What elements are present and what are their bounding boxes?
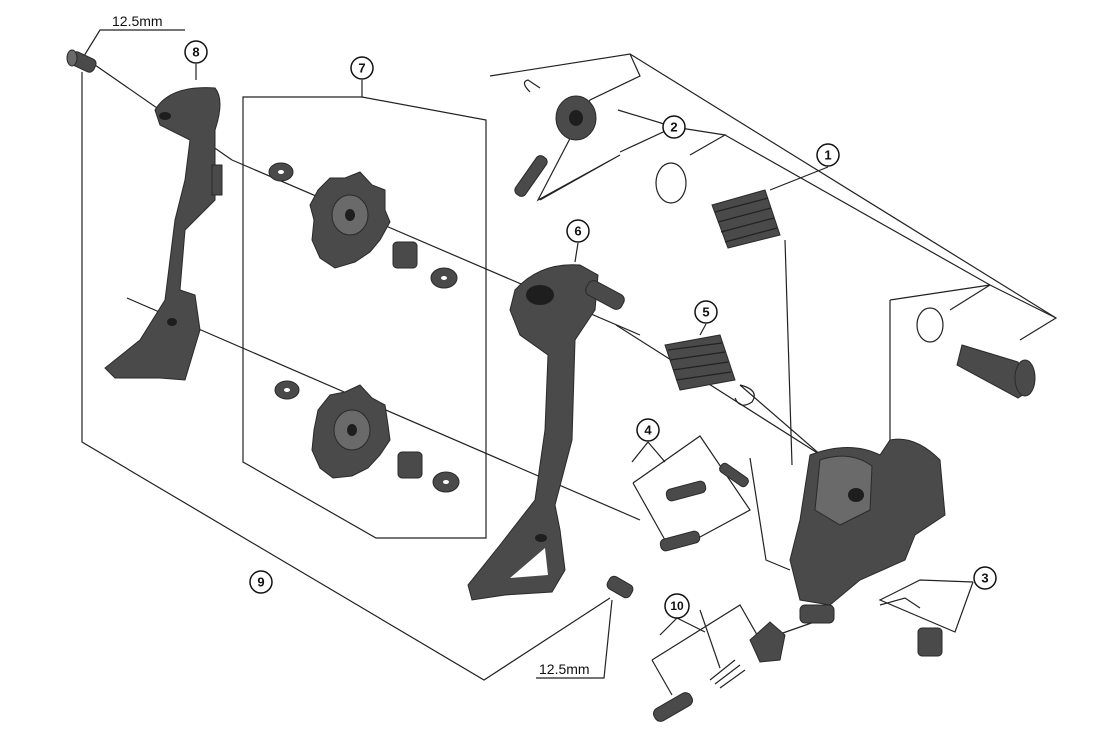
bottom-bolt-12-5mm	[606, 575, 634, 599]
callout-2: 2	[662, 115, 686, 139]
inner-cage-plate	[467, 264, 625, 601]
callout-5-label: 5	[702, 305, 709, 320]
callout-5: 5	[694, 300, 718, 324]
outer-cage-plate	[104, 87, 223, 381]
callout-8: 8	[184, 40, 208, 64]
b-tension-spring-group	[514, 79, 781, 249]
callout-6: 6	[566, 219, 590, 243]
b-axle-group	[916, 307, 1036, 399]
callout-10-label: 10	[670, 599, 684, 613]
cage-spring	[664, 334, 755, 406]
top-bolt-12-5mm	[66, 49, 97, 73]
callout-9: 9	[249, 570, 273, 594]
pulley-set	[268, 162, 460, 493]
callout-4-label: 4	[644, 423, 652, 438]
pin-set	[659, 462, 749, 552]
callout-7-label: 7	[358, 61, 365, 76]
dimension-label-top: 12.5mm	[112, 13, 163, 29]
callout-2-label: 2	[670, 120, 677, 135]
derailleur-body	[789, 438, 946, 624]
dimension-label-bottom: 12.5mm	[539, 661, 590, 677]
tension-adjuster-set	[653, 621, 786, 722]
callout-1-label: 1	[824, 148, 831, 163]
callout-6-label: 6	[574, 224, 581, 239]
callout-7: 7	[350, 56, 374, 80]
callout-9-label: 9	[257, 575, 264, 590]
callout-1: 1	[816, 143, 840, 167]
callout-3-label: 3	[981, 571, 988, 586]
callout-10: 10	[664, 593, 690, 619]
callout-8-label: 8	[192, 45, 199, 60]
callout-4: 4	[636, 418, 660, 442]
adjust-screw-set	[879, 597, 943, 657]
callout-3: 3	[973, 566, 997, 590]
